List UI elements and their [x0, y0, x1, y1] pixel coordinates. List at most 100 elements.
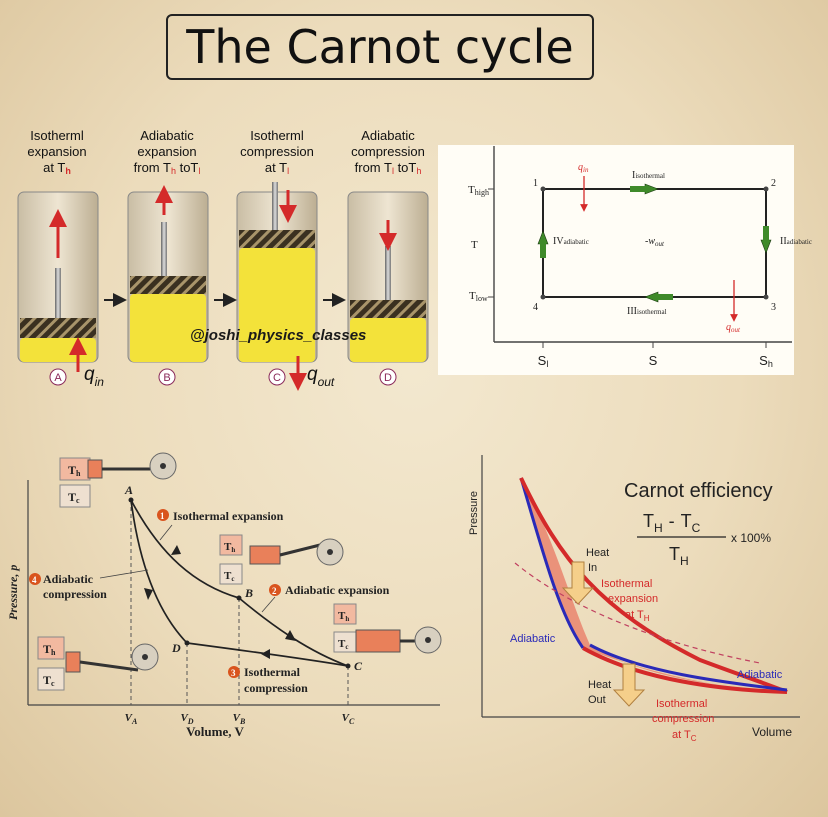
- adiabatic-left-label: Adiabatic: [510, 633, 556, 645]
- pv-flow-arrows: [144, 545, 296, 659]
- ts-s-h: Sh: [759, 353, 773, 369]
- ts-t-high: Thigh: [468, 184, 489, 197]
- ts-x-labels: Sl S Sh: [538, 353, 773, 369]
- pv-xlabel: Volume, V: [186, 724, 244, 739]
- pv-point-d: D: [171, 641, 181, 655]
- eff-adiabatic-right-curve: [589, 643, 788, 692]
- ts-q-in: qin: [578, 162, 589, 174]
- ts-edge-iii: IIIisothermal: [627, 306, 667, 317]
- cylinder-a: [17, 191, 99, 372]
- eff-adiabatic-left-curve: [519, 477, 585, 649]
- svg-text:1: 1: [160, 511, 165, 521]
- iso-exp-line1: Isothermal: [601, 578, 652, 590]
- ts-corner-2: 2: [771, 178, 776, 189]
- pv-vtick-a: VA: [125, 712, 138, 726]
- iso-comp-line1: Isothermal: [656, 698, 707, 710]
- eff-ylabel: Pressure: [468, 491, 480, 535]
- eff-title: Carnot efficiency: [624, 480, 773, 502]
- heat-in-line2: In: [588, 562, 597, 574]
- pv-diagram: Pressure, p Volume, V A B: [6, 452, 442, 739]
- ts-s-l: Sl: [538, 353, 549, 369]
- ts-edge-iv: IVadiabatic: [553, 236, 589, 247]
- ts-corner-3: 3: [771, 302, 776, 313]
- eff-formula: TH-TC TH x 100%: [637, 511, 771, 568]
- svg-text:Th: Th: [68, 463, 81, 478]
- pv-point-labels: A B C D: [124, 483, 363, 673]
- eff-annotations: Heat In Heat Out Isothermal expansion at…: [510, 547, 783, 743]
- page-title: The Carnot cycle: [186, 20, 574, 74]
- caption-b-line3: from Th toTl: [134, 160, 201, 176]
- cylinder-b: [127, 185, 209, 363]
- caption-c-line3: at Tl: [265, 160, 289, 176]
- pv-vticks: VA VD VB VC: [125, 712, 355, 726]
- iso-comp-line3: at TC: [672, 729, 697, 743]
- engine-icon-c: Th Tc: [333, 603, 442, 654]
- engine-icon-b: Th Tc: [219, 534, 344, 585]
- svg-text:Tc: Tc: [43, 673, 55, 688]
- svg-text:Tc: Tc: [338, 638, 348, 651]
- caption-b-line2: expansion: [137, 144, 196, 159]
- ts-edge-ii: IIadiabatic: [780, 236, 812, 247]
- iso-exp-line2: expansion: [608, 593, 658, 605]
- ts-t: T: [471, 239, 478, 251]
- svg-text:Tc: Tc: [68, 490, 80, 505]
- pv-vtick-d: VD: [180, 712, 193, 726]
- pv-ylabel: Pressure, p: [6, 565, 20, 620]
- cylinder-sequence: Isotherml expansion at Th Adiabatic expa…: [17, 128, 429, 391]
- cylinder-tags: A B C D: [49, 368, 397, 386]
- iso-exp-line3: at TH: [625, 609, 650, 623]
- ts-w-out: -wout: [645, 236, 665, 248]
- pv-vtick-b: VB: [233, 712, 246, 726]
- caption-a-line1: Isotherml: [30, 128, 84, 143]
- pv-step-labels: 1 Isothermal expansion 2 Adiabatic expan…: [29, 509, 390, 695]
- step-adiabatic-compression-1: Adiabatic: [43, 572, 94, 586]
- curve-adiabatic-compression: [130, 499, 188, 644]
- title-box: The Carnot cycle: [166, 14, 594, 80]
- svg-text:3: 3: [231, 668, 236, 678]
- cylinder-c: [236, 182, 318, 391]
- pv-point-b: B: [244, 586, 253, 600]
- formula-denominator: TH: [669, 544, 689, 568]
- step-isothermal-compression-2: compression: [244, 681, 308, 695]
- svg-text:Th: Th: [43, 642, 56, 657]
- ts-edge-i: Iisothermal: [632, 170, 665, 181]
- label-q-out: qout: [307, 364, 335, 389]
- tag-d: D: [384, 372, 392, 384]
- heat-out-line2: Out: [588, 694, 606, 706]
- svg-text:Th: Th: [224, 541, 235, 554]
- heat-in-line1: Heat: [586, 547, 609, 559]
- engine-icon-d: Th Tc: [37, 636, 159, 691]
- formula-percent: x 100%: [731, 531, 771, 545]
- svg-text:Tc: Tc: [224, 570, 234, 583]
- step-isothermal-compression-1: Isothermal: [244, 665, 301, 679]
- caption-d-line2: compression: [351, 144, 425, 159]
- caption-b-line1: Adiabatic: [140, 128, 194, 143]
- iso-comp-line2: compression: [652, 713, 714, 725]
- svg-text:4: 4: [32, 575, 37, 585]
- caption-c-line2: compression: [240, 144, 314, 159]
- ts-panel: [438, 145, 794, 375]
- cylinder-d: [347, 191, 429, 363]
- caption-a-line2: expansion: [27, 144, 86, 159]
- svg-text:2: 2: [272, 586, 277, 596]
- heat-out-arrow: [612, 663, 646, 707]
- efficiency-diagram: Pressure Volume Carnot efficiency TH-TC …: [468, 455, 800, 743]
- tag-b: B: [163, 372, 170, 384]
- label-q-in: qin: [84, 364, 104, 389]
- caption-d-line1: Adiabatic: [361, 128, 415, 143]
- svg-text:Th: Th: [338, 610, 349, 623]
- tag-a: A: [54, 372, 62, 384]
- curve-isothermal-expansion: [130, 499, 240, 599]
- step-isothermal-expansion: Isothermal expansion: [173, 509, 284, 523]
- heat-in-arrow: [561, 561, 595, 605]
- ts-t-low: Tlow: [469, 290, 488, 303]
- step-adiabatic-compression-2: compression: [43, 587, 107, 601]
- adiabatic-right-label: Adiabatic: [737, 669, 783, 681]
- step-adiabatic-expansion: Adiabatic expansion: [285, 583, 390, 597]
- watermark: @joshi_physics_classes: [190, 327, 366, 344]
- caption-a-line3: at Th: [43, 160, 71, 176]
- caption-d-line3: from Tl toTh: [355, 160, 422, 176]
- eff-dashed-curve: [514, 562, 761, 664]
- tag-c: C: [273, 372, 281, 384]
